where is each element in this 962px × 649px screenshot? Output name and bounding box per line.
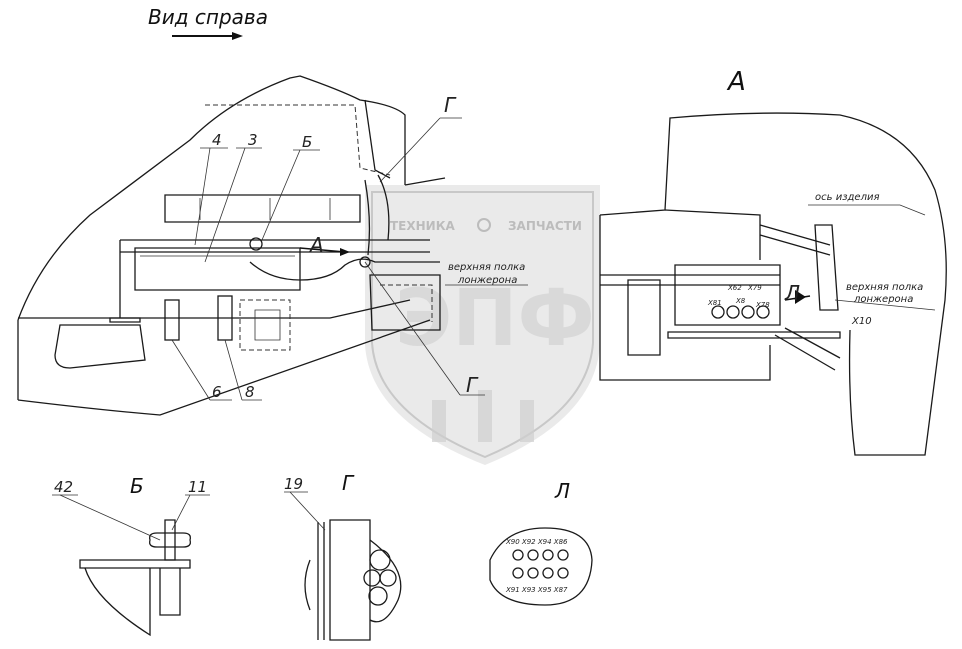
view-a-flange-2: лонжерона	[853, 294, 913, 305]
connector-x79: Х79	[747, 284, 762, 292]
view-a-l-label: Л	[784, 281, 800, 305]
callout-a: А	[308, 233, 324, 257]
note-upper-flange-2: лонжерона	[457, 275, 517, 286]
watermark-text-2: ЗАПЧАСТИ	[508, 219, 582, 233]
callout-8: 8	[245, 383, 255, 401]
x10-label: Х10	[851, 316, 872, 327]
view-a-label: А	[726, 67, 746, 97]
callout-19: 19	[284, 475, 303, 493]
view-title: Вид справа	[148, 5, 268, 29]
connector-x62: Х62	[727, 284, 742, 292]
callout-42: 42	[54, 478, 73, 496]
view-a-flange-1: верхняя полка	[846, 282, 923, 293]
connector-x8: Х8	[735, 297, 746, 305]
callout-b: Б	[302, 133, 312, 151]
detail-g-title: Г	[342, 471, 355, 495]
connector-x81: Х81	[707, 299, 722, 307]
connector-x78: Х78	[755, 301, 770, 309]
callout-3: 3	[248, 131, 258, 149]
detail-l: Л Х90 Х92 Х94 Х86 Х91 Х93 Х95 Х87	[489, 479, 593, 606]
callout-g-top: Г	[444, 93, 457, 117]
detail-l-title: Л	[554, 479, 570, 503]
note-upper-flange-1: верхняя полка	[448, 262, 525, 273]
detail-g: Г 19	[284, 471, 402, 641]
view-a: ось изделия верхняя полка лонжерона Х10 …	[599, 112, 947, 456]
gear-icon	[477, 218, 491, 232]
detail-l-top-row: Х90 Х92 Х94 Х86	[505, 538, 568, 546]
watermark-shield: ТЕХНИКА ЗАПЧАСТИ ЭПФ	[365, 185, 600, 465]
detail-b-title: Б	[130, 474, 144, 498]
callout-g-bottom: Г	[466, 373, 479, 397]
main-view: 4 3 Б Г А Г 6 8 верхняя полка лонжерона	[17, 75, 528, 416]
callout-11: 11	[188, 478, 207, 496]
callout-4: 4	[212, 131, 222, 149]
callout-6: 6	[212, 383, 222, 401]
detail-l-bottom-row: Х91 Х93 Х95 Х87	[505, 586, 568, 594]
detail-b: Б 42 11	[52, 474, 210, 637]
watermark-text-1: ТЕХНИКА	[390, 219, 456, 233]
watermark-logo: ЭПФ	[395, 274, 595, 364]
axis-label: ось изделия	[815, 192, 879, 203]
